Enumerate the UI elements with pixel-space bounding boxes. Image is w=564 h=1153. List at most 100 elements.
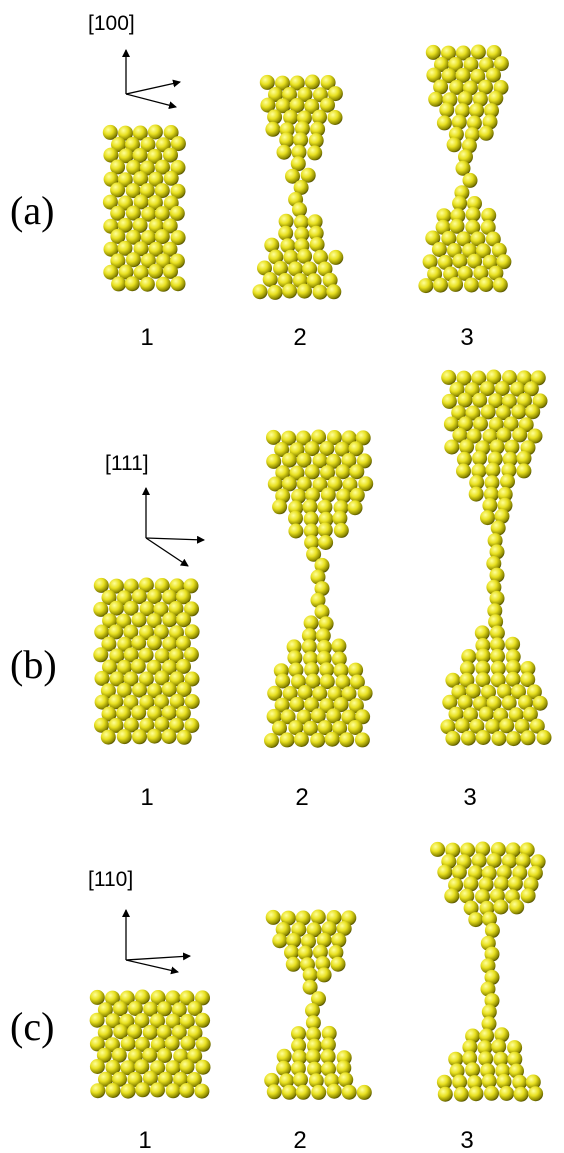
atom	[455, 160, 471, 176]
atom	[266, 429, 281, 445]
atom	[283, 249, 299, 265]
atom	[488, 614, 504, 630]
atom	[445, 730, 461, 746]
atom	[463, 707, 478, 723]
atom	[336, 1060, 352, 1076]
atom	[461, 649, 477, 664]
atom	[105, 1083, 121, 1098]
atom	[308, 133, 324, 149]
atom	[320, 1049, 336, 1065]
atom	[457, 91, 473, 107]
atom	[147, 683, 163, 699]
atom	[314, 604, 330, 620]
atom	[441, 45, 456, 61]
atom	[103, 241, 119, 257]
atom	[441, 230, 457, 246]
atom	[441, 369, 457, 385]
atom	[478, 125, 494, 141]
atom	[126, 229, 141, 245]
nanowire-b-1	[93, 577, 200, 745]
atom	[527, 865, 543, 881]
atom	[110, 228, 126, 244]
atom	[516, 370, 532, 386]
atom	[267, 476, 283, 492]
atom	[307, 1061, 322, 1077]
atom	[490, 520, 506, 536]
atom	[161, 705, 177, 721]
atom	[499, 1085, 515, 1101]
atom	[491, 1039, 507, 1055]
atom	[171, 1024, 187, 1040]
atom	[280, 910, 296, 926]
atom	[339, 732, 355, 748]
atom	[173, 1071, 188, 1087]
atom	[501, 695, 517, 711]
atom	[308, 1073, 324, 1089]
atom	[305, 1003, 320, 1018]
atom	[108, 694, 124, 710]
atom	[348, 662, 364, 678]
axes-icon	[142, 487, 205, 567]
atom	[463, 900, 479, 916]
atom	[138, 671, 154, 687]
atom	[310, 121, 326, 137]
nanowire-a-2	[252, 74, 344, 300]
atom	[319, 441, 335, 456]
atom	[157, 1071, 173, 1087]
atom	[528, 1086, 544, 1102]
atom	[184, 624, 200, 640]
atom	[303, 523, 319, 539]
atom	[296, 452, 312, 468]
atom	[304, 74, 320, 90]
atom	[184, 694, 200, 709]
atom	[276, 1048, 292, 1064]
atom	[466, 428, 482, 444]
atom	[170, 160, 186, 175]
atom	[288, 261, 303, 277]
atom	[157, 1048, 173, 1063]
atom	[142, 1024, 158, 1040]
atom	[472, 392, 488, 408]
atom	[335, 674, 351, 690]
atom	[139, 601, 155, 617]
atom	[290, 1061, 306, 1076]
atom	[112, 1001, 128, 1017]
atom	[317, 499, 333, 515]
atom	[134, 1013, 150, 1028]
nanowire-c-2	[264, 909, 372, 1100]
atom	[183, 578, 199, 594]
atom	[475, 889, 490, 905]
atom	[317, 720, 333, 736]
atom	[101, 636, 117, 652]
atom	[154, 229, 170, 245]
atom	[112, 1071, 127, 1087]
atom	[479, 381, 495, 397]
atom	[488, 417, 504, 433]
atom	[497, 486, 513, 502]
atom	[139, 276, 155, 292]
atom	[140, 230, 156, 246]
atom	[147, 124, 163, 140]
atom	[458, 149, 473, 165]
atom	[142, 1070, 158, 1086]
atom	[494, 508, 510, 524]
atom	[501, 393, 517, 409]
atom	[147, 705, 163, 721]
atom	[155, 276, 171, 292]
atom	[336, 488, 352, 504]
atom	[168, 648, 184, 664]
atom	[105, 1059, 121, 1075]
atom	[113, 1024, 129, 1040]
atom	[184, 718, 200, 733]
atom	[489, 590, 505, 606]
atom	[94, 694, 110, 710]
atom	[170, 230, 186, 246]
atom	[105, 1013, 121, 1029]
atom	[449, 218, 465, 234]
atom	[320, 75, 336, 90]
atom	[179, 990, 195, 1006]
atom	[324, 731, 340, 747]
atom	[499, 718, 515, 734]
atom	[98, 1071, 113, 1087]
atom	[292, 1049, 307, 1065]
